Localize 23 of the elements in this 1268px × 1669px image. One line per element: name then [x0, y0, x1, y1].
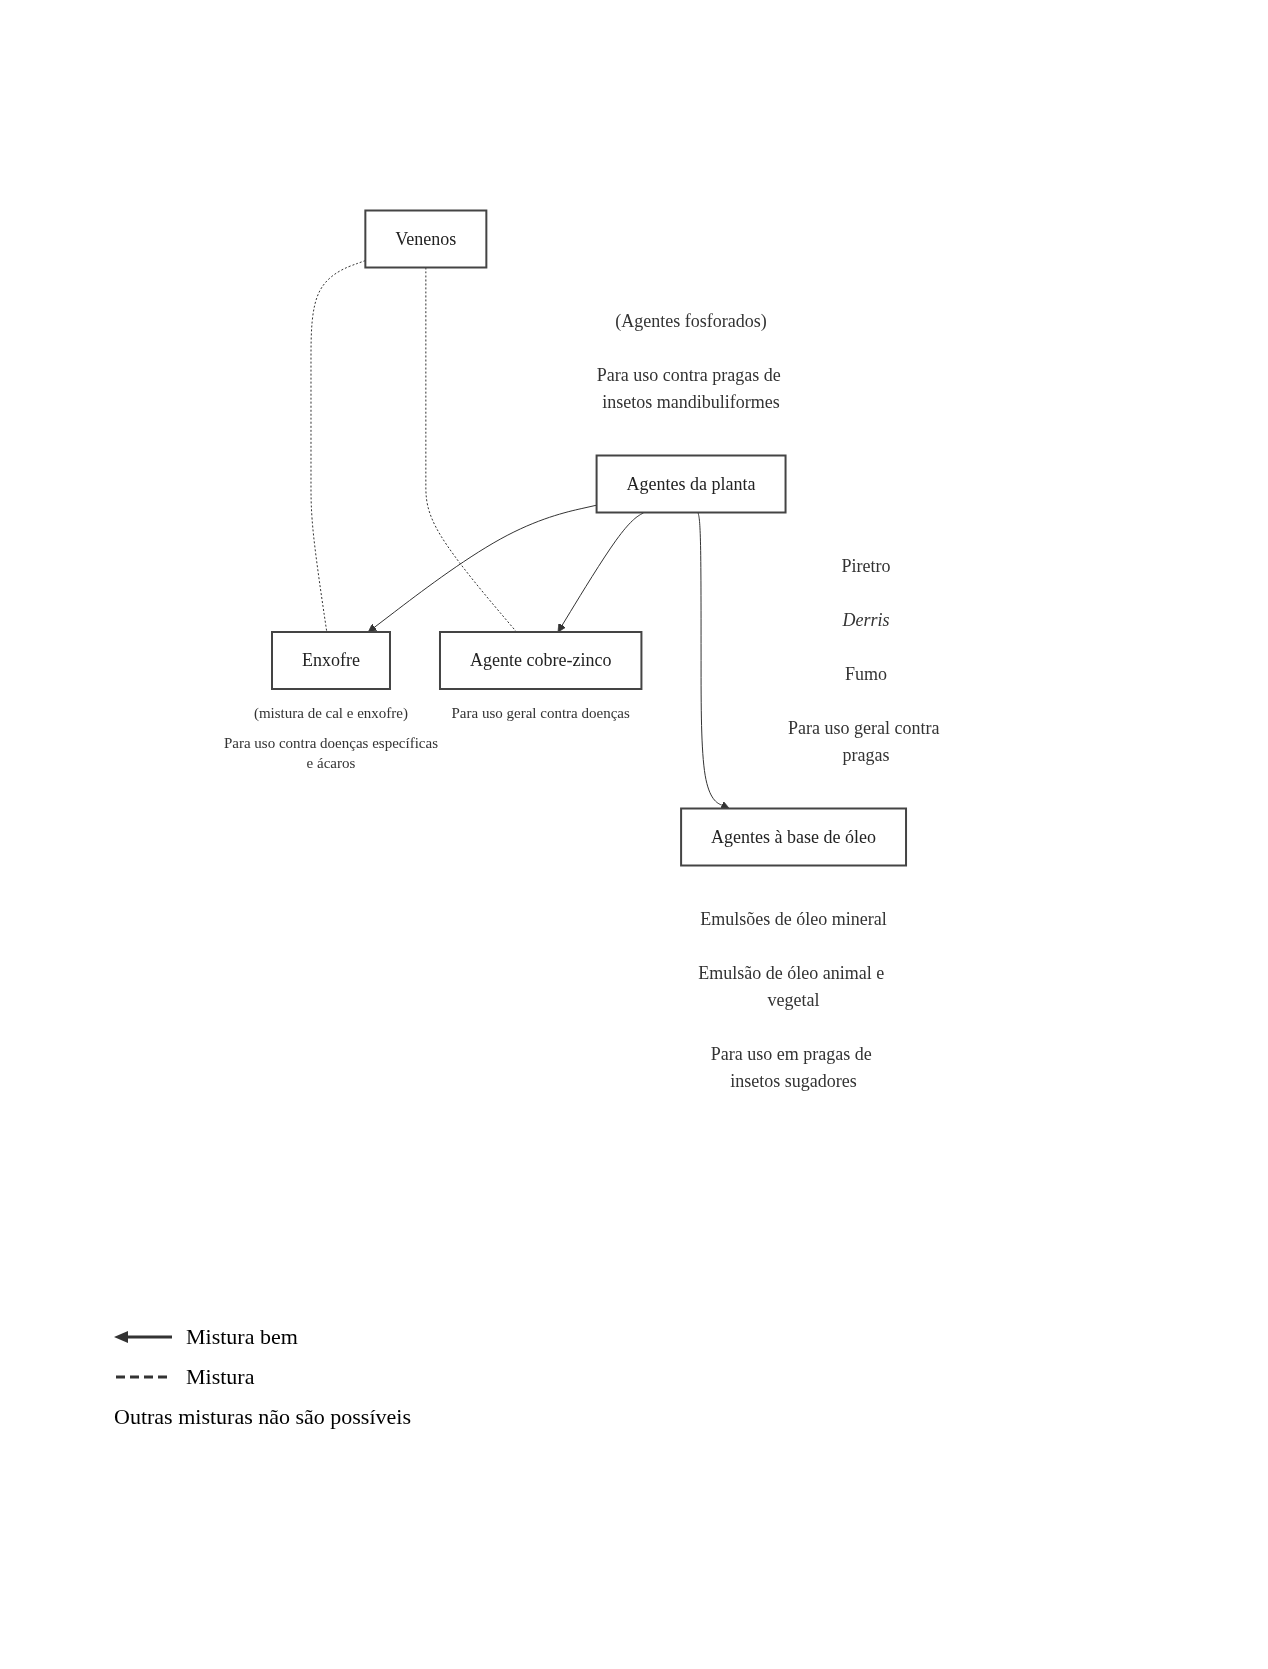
- node-label: Para uso contra pragas de insetos mandibuliformes: [596, 364, 781, 412]
- node-label: Emulsões de óleo mineral: [700, 908, 887, 929]
- node-box: Agente cobre-zinco: [438, 631, 643, 690]
- legend-text: Mistura: [186, 1364, 255, 1390]
- node-label: Para uso geral contra pragas: [788, 717, 940, 765]
- node-box: Venenos: [364, 209, 488, 269]
- arrow: [697, 512, 730, 810]
- node-box: Agentes da planta: [595, 454, 787, 514]
- node-label: (Agentes fosforados): [615, 310, 767, 331]
- node-label: Derris: [842, 609, 890, 630]
- node-label: Emulsão de óleo animal e vegetal: [698, 962, 885, 1010]
- legend-text: Mistura bem: [186, 1324, 298, 1350]
- node-label: Fumo: [845, 663, 888, 684]
- node-label: Piretro: [841, 555, 891, 576]
- note-text: (mistura de cal e enxofre): [252, 704, 409, 723]
- note-text: Outras misturas não são possíveis: [114, 1404, 412, 1430]
- note-text: Para uso geral contra doenças: [450, 704, 631, 723]
- node-box: Enxofre: [270, 631, 391, 690]
- connector: [425, 267, 517, 633]
- node-box: Agentes à base de óleo: [680, 807, 907, 867]
- arrow: [557, 512, 645, 633]
- node-label: Para uso em pragas de insetos sugadores: [710, 1043, 872, 1091]
- note-text: Para uso contra doenças específicas e ácaros: [222, 734, 439, 774]
